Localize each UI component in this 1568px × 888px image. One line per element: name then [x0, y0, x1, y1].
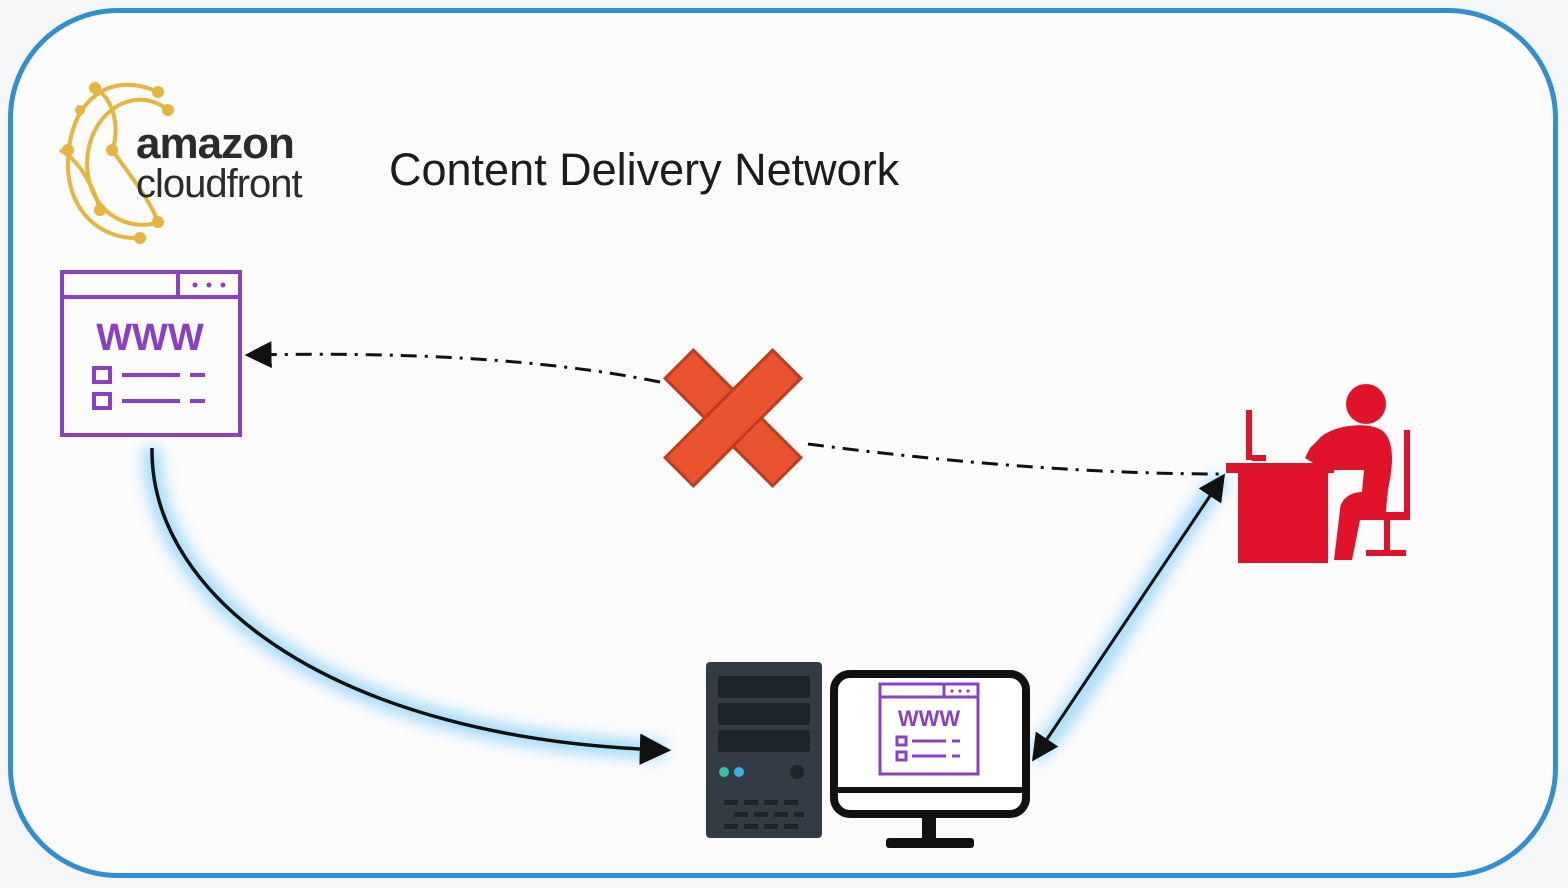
- website-www-icon: [60, 270, 242, 437]
- server-computer-icon: [706, 662, 1030, 848]
- cloudfront-logo-icon: [59, 82, 174, 244]
- page-title: Content Delivery Network: [389, 144, 900, 195]
- cloudfront-brand: amazon cloudfront: [136, 119, 303, 206]
- brand-amazon-text: amazon: [136, 119, 295, 168]
- blocked-direct-path: [244, 341, 1223, 476]
- origin-www-label: WWW: [96, 317, 204, 359]
- red-x-icon: [662, 347, 804, 489]
- origin-to-edge-arrow: [150, 447, 672, 765]
- user-at-desk-icon: [1226, 384, 1410, 563]
- glow-highlights: [142, 447, 1230, 763]
- brand-cloudfront-text: cloudfront: [136, 162, 303, 206]
- edge-www-label: WWW: [898, 706, 961, 731]
- edge-user-arrow: [1031, 473, 1226, 762]
